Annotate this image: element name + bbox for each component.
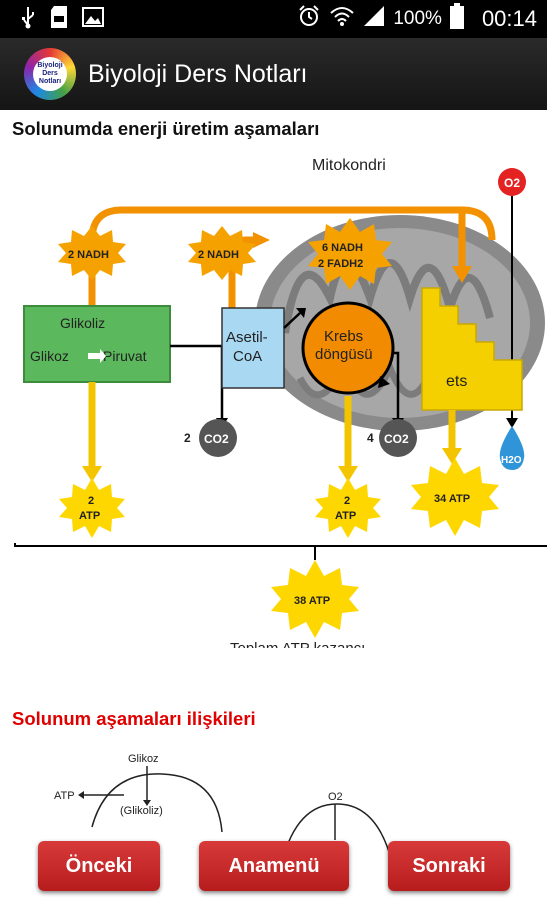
water-drop-icon	[499, 426, 525, 470]
h2o-label: H2O	[501, 455, 522, 466]
atp-burst-1: 2 ATP	[59, 478, 125, 538]
svg-text:döngüsü: döngüsü	[315, 346, 373, 363]
svg-text:ATP: ATP	[79, 510, 100, 522]
svg-text:CO2: CO2	[204, 432, 229, 446]
nadh-burst-3: 6 NADH 2 FADH2	[308, 218, 392, 290]
relations-diagram: Glikoz ATP (Glikoliz) O2	[54, 753, 393, 863]
svg-text:4: 4	[367, 431, 374, 445]
svg-text:ATP: ATP	[54, 790, 75, 802]
main-menu-button[interactable]: Anamenü	[199, 841, 349, 891]
total-atp-label: Toplam ATP kazancı	[230, 640, 365, 648]
svg-text:O2: O2	[328, 791, 343, 803]
svg-text:ATP: ATP	[335, 510, 356, 522]
battery-percent: 100%	[393, 8, 442, 29]
svg-text:Asetil-: Asetil-	[226, 329, 268, 346]
svg-text:CO2: CO2	[384, 432, 409, 446]
svg-text:Krebs: Krebs	[324, 328, 363, 345]
nadh-burst-2: 2 NADH	[188, 226, 256, 280]
signal-icon	[363, 5, 385, 33]
svg-text:Glikoz: Glikoz	[128, 753, 159, 765]
svg-text:Glikoz: Glikoz	[30, 348, 69, 364]
section2-title: Solunum aşamaları ilişkileri	[12, 708, 256, 729]
sd-card-icon	[50, 5, 68, 34]
svg-text:2 NADH: 2 NADH	[198, 249, 239, 261]
image-icon	[82, 6, 104, 32]
atp-burst-2: 2 ATP	[315, 478, 381, 538]
svg-text:2: 2	[344, 495, 350, 507]
app-title: Biyoloji Ders Notları	[88, 59, 308, 88]
ets-block: ets	[421, 287, 523, 411]
section1-title: Solunumda enerji üretim aşamaları	[12, 118, 320, 139]
next-button[interactable]: Sonraki	[388, 841, 510, 891]
previous-button[interactable]: Önceki	[38, 841, 160, 891]
krebs-cycle: Krebs döngüsü	[301, 301, 395, 395]
glycolysis-box: Glikoliz Glikoz Piruvat	[23, 305, 171, 383]
svg-text:2 NADH: 2 NADH	[68, 249, 109, 261]
svg-text:Piruvat: Piruvat	[103, 348, 147, 364]
alarm-icon	[297, 4, 321, 34]
svg-text:2: 2	[88, 495, 94, 507]
status-bar: 100% 00:14	[0, 0, 547, 38]
respiration-diagram: Mitokondri O2 H2O 2 NADH 2 NADH 6 NADH 2…	[14, 157, 547, 648]
wifi-icon	[329, 5, 355, 33]
status-time: 00:14	[481, 6, 537, 31]
o2-icon	[498, 168, 526, 196]
svg-text:38 ATP: 38 ATP	[294, 595, 330, 607]
content-scroll[interactable]: Solunumda enerji üretim aşamaları Mitoko…	[0, 110, 547, 900]
acetyl-coa-box: Asetil- CoA	[221, 307, 285, 389]
nadh-burst-1: 2 NADH	[58, 226, 126, 280]
svg-text:34 ATP: 34 ATP	[434, 493, 470, 505]
usb-icon	[20, 5, 36, 34]
o2-label: O2	[504, 176, 520, 190]
svg-text:2: 2	[184, 431, 191, 445]
svg-text:Glikoliz: Glikoliz	[60, 315, 105, 331]
svg-text:(Glikoliz): (Glikoliz)	[120, 805, 163, 817]
co2-1: 2 CO2	[184, 419, 237, 457]
atp-burst-3: 34 ATP	[411, 458, 499, 536]
svg-text:CoA: CoA	[233, 348, 262, 365]
atp-total-burst: 38 ATP	[271, 560, 359, 638]
co2-2: 4 CO2	[367, 419, 417, 457]
svg-text:6 NADH: 6 NADH	[322, 242, 363, 254]
svg-text:2 FADH2: 2 FADH2	[318, 258, 363, 270]
battery-icon	[449, 3, 464, 35]
svg-text:ets: ets	[446, 373, 467, 390]
mitochondrion-label: Mitokondri	[312, 157, 386, 174]
